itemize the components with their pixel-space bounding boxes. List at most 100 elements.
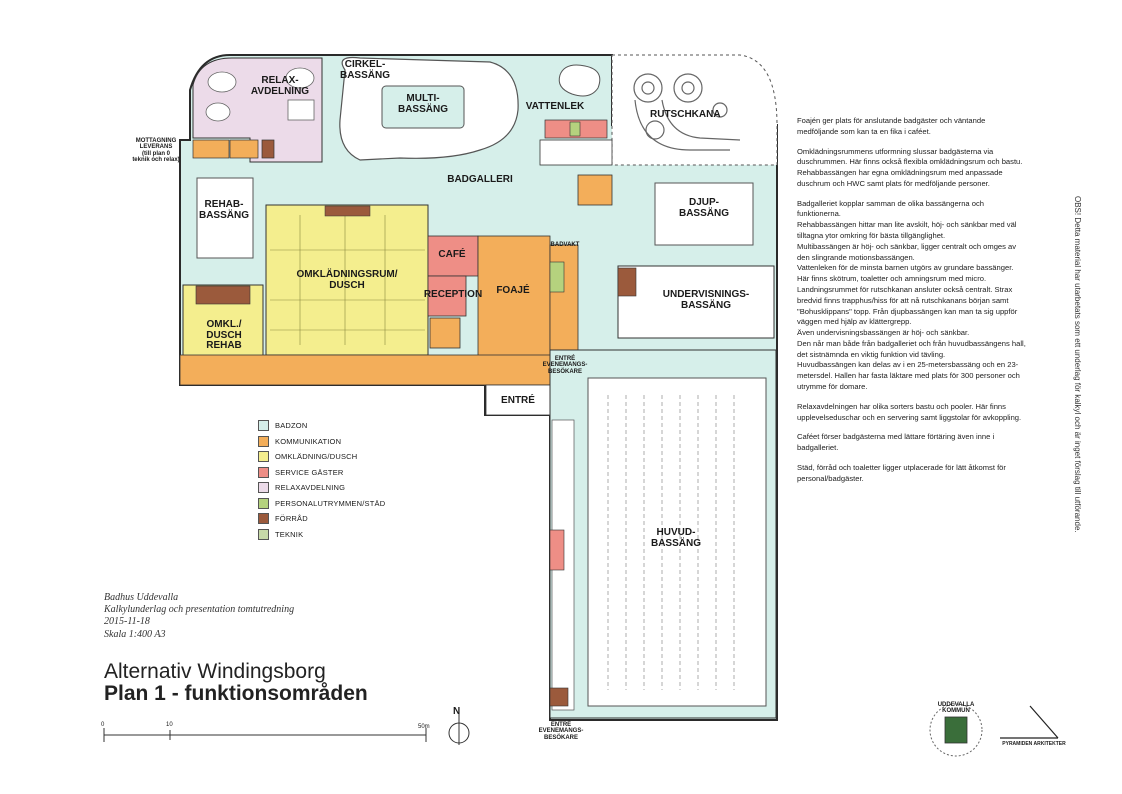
legend-swatch: [258, 482, 269, 494]
room-label-vattenlek: VATTENLEK: [525, 101, 585, 112]
main-hall-toilets: [549, 529, 565, 571]
room-label-djup: DJUP- BASSÄNG: [678, 197, 729, 219]
uddevalla-logo-text: UDDEVALLA KOMMUN: [937, 702, 975, 714]
room-label-undervisning: UNDERVISNINGS- BASSÄNG: [662, 289, 750, 311]
main-pool-lanes: [607, 395, 735, 690]
legend-swatch: [258, 497, 269, 509]
slide-loops: [633, 73, 741, 151]
slide-stairs: [539, 139, 613, 166]
legend-swatch: [258, 528, 269, 540]
legend: BADZON KOMMUNIKATION OMKLÄDNING/DUSCH SERVI…: [258, 418, 385, 542]
legend-item: TEKNIK: [258, 527, 385, 543]
legend-swatch: [258, 513, 269, 525]
description-paragraph: Omklädningsrummens utformning slussar ba…: [797, 146, 1023, 188]
title-line2: Plan 1 - funktionsområden: [104, 682, 368, 705]
entre-box: [485, 384, 551, 416]
legend-item: SERVICE GÄSTER: [258, 465, 385, 481]
description-text: Foajén ger plats för anslutande badgäste…: [797, 116, 1027, 493]
room-label-entre-top: ENTRÉ EVENEMANGS- BESÖKARE: [542, 356, 588, 375]
relax-storage: [261, 139, 275, 159]
room-label-foaje: FOAJÉ: [496, 285, 530, 296]
legend-swatch: [258, 466, 269, 478]
side-note: OBS! Detta material har utarbetats som e…: [1070, 196, 1084, 616]
legend-swatch: [258, 451, 269, 463]
description-paragraph: Caféet förser badgästerna med lättare fö…: [797, 432, 995, 453]
reception-zone: [427, 275, 467, 317]
rutschkana-zone: [611, 54, 778, 166]
legend-label: OMKLÄDNING/DUSCH: [275, 452, 358, 462]
legend-label: SERVICE GÄSTER: [275, 467, 344, 477]
north-arrow: [448, 714, 470, 745]
legend-label: FÖRRÅD: [275, 514, 308, 524]
pyramiden-logo: [1000, 705, 1059, 739]
badvakt: [549, 244, 579, 356]
room-label-badvakt: BADVAKT: [550, 242, 580, 248]
legend-item: RELAXAVDELNING: [258, 480, 385, 496]
legend-swatch: [258, 420, 269, 432]
legend-label: RELAXAVDELNING: [275, 483, 346, 493]
room-label-cafe: CAFÉ: [438, 249, 466, 260]
mottagning-corridor: [192, 139, 230, 159]
scale-label-50: 50m: [418, 724, 430, 730]
uddevalla-logo: [929, 703, 983, 757]
relax-stairs: [229, 139, 259, 159]
room-label-badgalleri: BADGALLERI: [447, 174, 513, 185]
room-label-omkl: OMKLÄDNINGSRUM/ DUSCH: [296, 269, 398, 291]
project-info: Badhus Uddevalla Kalkylunderlag och pres…: [104, 592, 294, 641]
legend-label: KOMMUNIKATION: [275, 436, 342, 446]
room-label-rutschkana: RUTSCHKANA: [650, 109, 721, 120]
scale-bar: [103, 728, 427, 742]
changing-lockers: [270, 215, 425, 345]
description-paragraph: Badgalleriet kopplar samman de olika bas…: [797, 198, 1026, 391]
teaching-pool: [617, 265, 775, 339]
pyramiden-logo-text: PYRAMIDEN ARKITEKTER: [1002, 741, 1066, 747]
scale-label-0: 0: [101, 722, 105, 728]
main-hall-storage: [549, 687, 569, 707]
room-label-multi: MULTI- BASSÄNG: [397, 93, 448, 115]
side-note-text: OBS! Detta material har utarbetats som e…: [1073, 196, 1082, 533]
room-label-mottagning: MOTTAGNING LEVERANS (till plan 0 teknik …: [132, 138, 180, 163]
scale-label-10: 10: [166, 722, 173, 728]
north-label: N: [453, 706, 461, 717]
project-name: Badhus Uddevalla: [104, 592, 179, 603]
title-line1: Alternativ Windingsborg: [104, 660, 326, 683]
legend-item: BADZON: [258, 418, 385, 434]
room-label-rehab: REHAB- BASSÄNG: [198, 199, 249, 221]
description-paragraph: Relaxavdelningen har olika sorters bastu…: [797, 401, 1022, 422]
vattenlek-green: [569, 121, 581, 137]
legend-item: FÖRRÅD: [258, 511, 385, 527]
badvakt-service: [549, 261, 565, 293]
room-label-reception: RECEPTION: [423, 289, 483, 300]
legend-swatch: [258, 435, 269, 447]
legend-item: PERSONALUTRYMMEN/STÄD: [258, 496, 385, 512]
legend-label: PERSONALUTRYMMEN/STÄD: [275, 498, 386, 508]
entrance-corridor: [179, 354, 551, 386]
room-label-entre-bottom: ENTRÉ EVENEMANGS- BESÖKARE: [538, 722, 584, 741]
legend-item: OMKLÄDNING/DUSCH: [258, 449, 385, 465]
description-paragraph: Foajén ger plats för anslutande badgäste…: [797, 116, 986, 136]
description-paragraph: Städ, förråd och toaletter ligger utplac…: [797, 462, 1006, 483]
legend-label: BADZON: [275, 421, 308, 431]
multi-pool: [381, 85, 465, 129]
project-date: 2015-11-18: [104, 616, 150, 628]
room-label-huvud: HUVUD- BASSÄNG: [650, 527, 701, 549]
teaching-storage: [617, 267, 637, 297]
main-pool: [587, 377, 767, 707]
project-scale: Skala 1:400 A3: [104, 628, 166, 640]
legend-label: TEKNIK: [275, 529, 304, 539]
legend-item: KOMMUNIKATION: [258, 434, 385, 450]
room-label-entre: ENTRÉ: [501, 395, 535, 406]
technic-box: [429, 317, 461, 349]
room-label-relax: RELAX- AVDELNING: [250, 75, 310, 97]
vattenlek-pool: [558, 64, 601, 97]
project-subtitle: Kalkylunderlag och presentation tomtutre…: [104, 604, 295, 616]
slide-landing: [577, 174, 613, 206]
room-label-cirkel: CIRKEL- BASSÄNG: [339, 59, 390, 81]
changing-storage: [324, 205, 371, 217]
deep-pool: [654, 182, 754, 246]
rehab-pool: [196, 177, 254, 259]
rehab-storage: [195, 285, 251, 305]
room-label-omkl-rehab: OMKL./ DUSCH REHAB: [206, 319, 242, 351]
relax-pools: [205, 67, 315, 122]
